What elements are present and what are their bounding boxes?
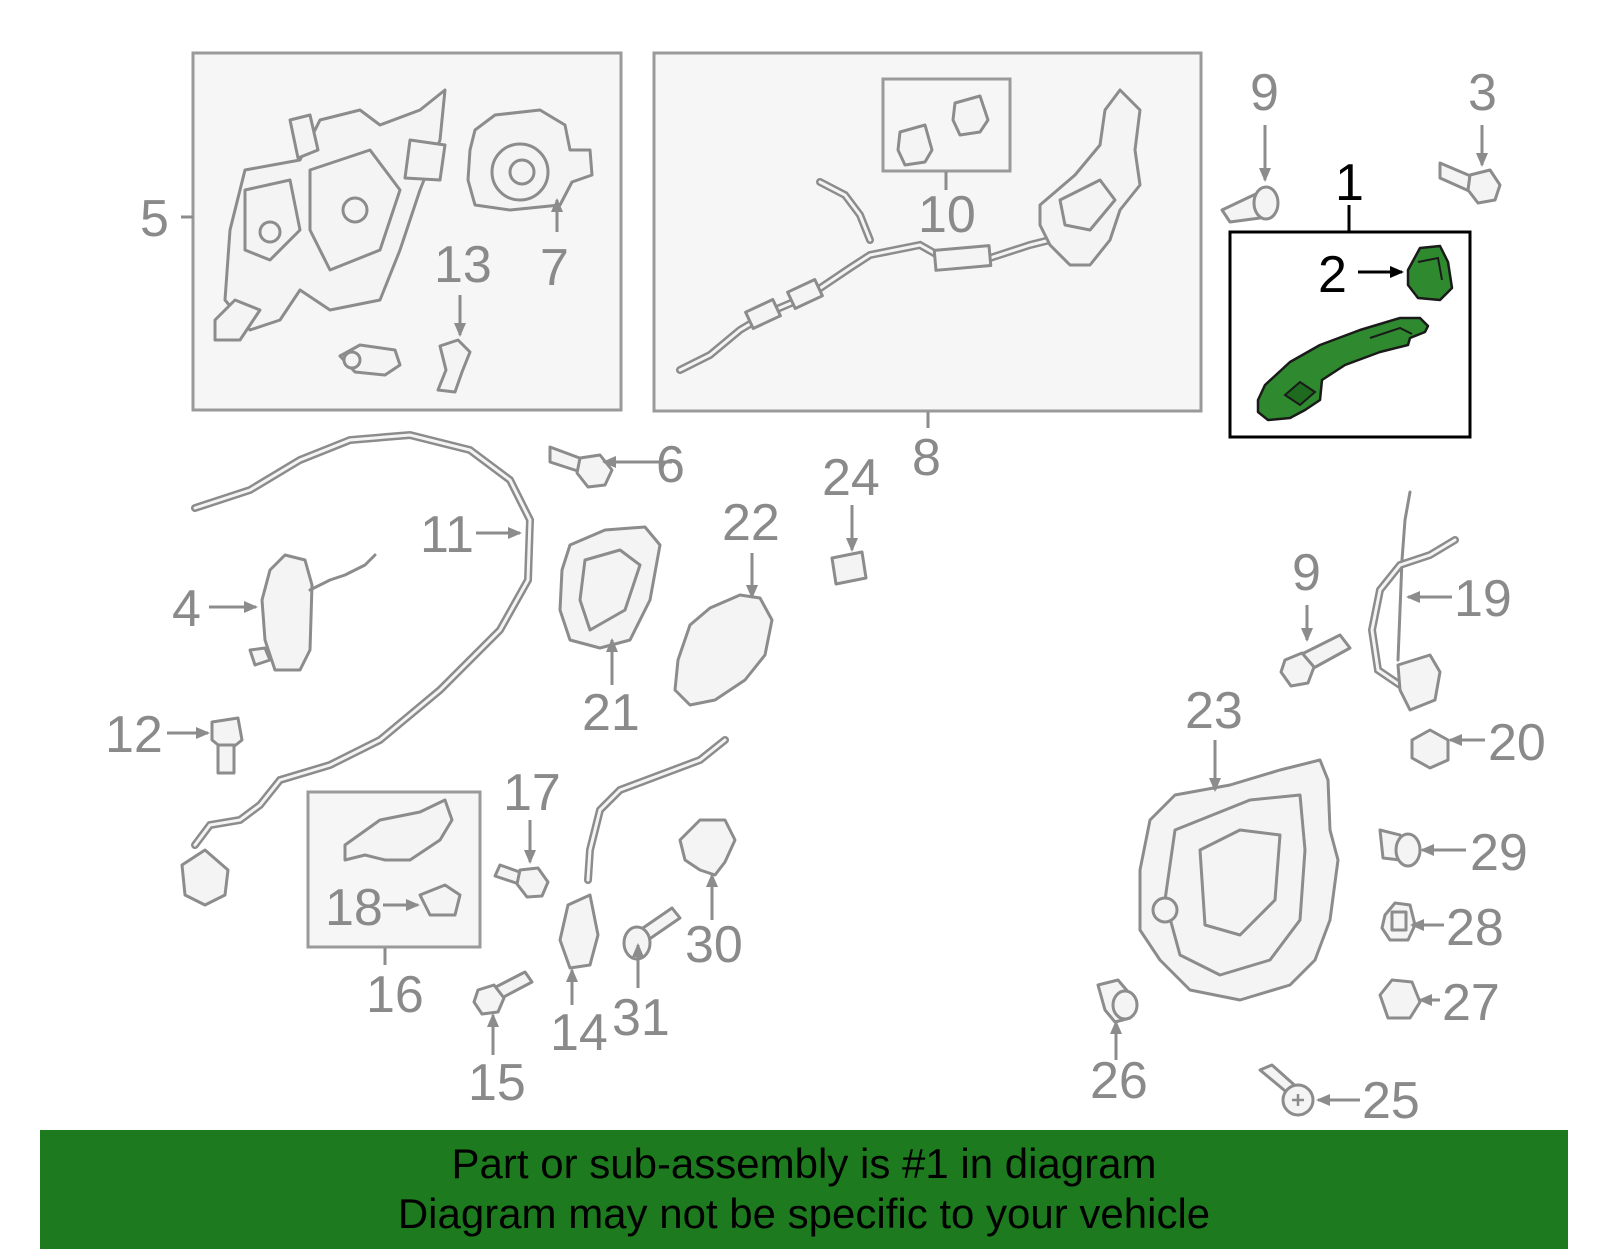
cable-assembly-box [652, 51, 1203, 413]
callout-21: 21 [582, 684, 640, 742]
loose-parts [180, 161, 1502, 1117]
callout-23: 23 [1185, 682, 1243, 740]
callout-1: 1 [1335, 154, 1364, 212]
callout-28: 28 [1446, 899, 1504, 957]
callout-16: 16 [366, 966, 424, 1024]
info-banner: Part or sub-assembly is #1 in diagram Di… [40, 1130, 1568, 1249]
callout-15: 15 [468, 1054, 526, 1112]
callout-20: 20 [1488, 714, 1546, 772]
callout-10: 10 [918, 186, 976, 244]
leader-lines [167, 125, 1488, 1106]
callout-25: 25 [1362, 1072, 1420, 1130]
callout-labels: 5 7 13 10 8 9 3 1 2 6 24 11 22 4 21 12 9… [105, 64, 1546, 1130]
callout-9a: 9 [1250, 64, 1279, 122]
callout-3: 3 [1468, 64, 1497, 122]
cap-part-2 [1406, 244, 1454, 302]
callout-7: 7 [540, 239, 569, 297]
callout-17: 17 [503, 764, 561, 822]
callout-31: 31 [612, 989, 670, 1047]
callout-18: 18 [325, 879, 383, 937]
callout-4: 4 [172, 580, 201, 638]
callout-29: 29 [1470, 824, 1528, 882]
callout-19: 19 [1454, 570, 1512, 628]
banner-line-1: Part or sub-assembly is #1 in diagram [451, 1140, 1157, 1187]
callout-26: 26 [1090, 1052, 1148, 1110]
callout-14: 14 [550, 1004, 608, 1062]
callout-8: 8 [912, 429, 941, 487]
lock-assembly-box [191, 51, 623, 412]
callout-30: 30 [685, 916, 743, 974]
callout-11: 11 [420, 506, 474, 564]
callout-2: 2 [1318, 246, 1347, 304]
callout-22: 22 [722, 494, 780, 552]
callout-6: 6 [656, 436, 685, 494]
highlight-box-1[interactable] [1228, 230, 1472, 439]
callout-24: 24 [822, 449, 880, 507]
callout-9b: 9 [1292, 544, 1321, 602]
callout-27: 27 [1442, 974, 1500, 1032]
callout-12: 12 [105, 706, 163, 764]
callout-5: 5 [140, 190, 169, 248]
banner-line-2: Diagram may not be specific to your vehi… [397, 1190, 1211, 1237]
callout-13: 13 [434, 236, 492, 294]
